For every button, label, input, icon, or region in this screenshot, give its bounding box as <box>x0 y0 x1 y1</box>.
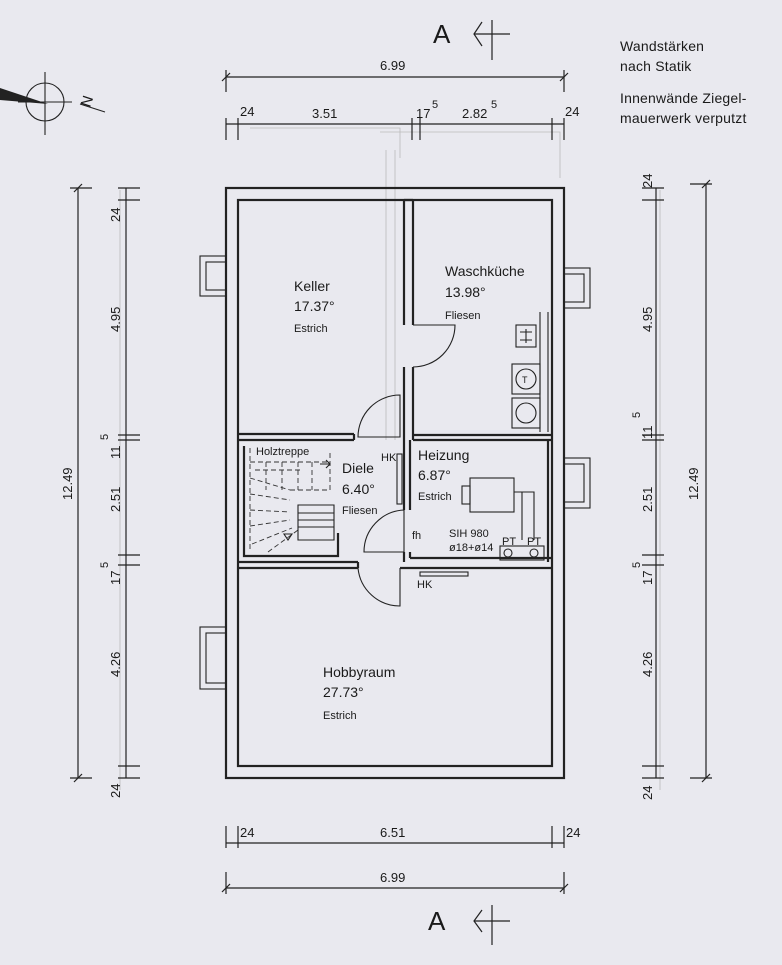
north-arrow-icon <box>0 72 106 135</box>
note-line-2: nach Statik <box>620 58 692 74</box>
radiator-hobby-icon <box>419 571 469 577</box>
dim-bottom-seg-2: 6.51 <box>380 825 405 840</box>
room-name-keller: Keller <box>294 278 330 294</box>
fh-label: fh <box>412 530 421 542</box>
dim-top-sup-1: 5 <box>432 99 438 111</box>
pt-label-2: PT <box>527 536 541 548</box>
dim-top-seg-4: 2.82 <box>462 106 487 121</box>
dim-top-seg-1: 24 <box>240 104 254 119</box>
door-keller <box>357 394 401 438</box>
note-line-4: mauerwerk verputzt <box>620 110 747 126</box>
radiator-diele-icon <box>396 453 403 505</box>
dim-top-total: 6.99 <box>380 58 405 73</box>
stair-icon <box>249 448 335 553</box>
room-area-hobbyraum: 27.73° <box>323 684 364 700</box>
dim-right-seg-5: 17 <box>640 571 655 585</box>
dim-left-sup-1: 5 <box>99 434 111 440</box>
dim-top-sup-2: 5 <box>491 99 497 111</box>
dim-right-seg-1: 24 <box>640 174 655 188</box>
room-name-waschkueche: Waschküche <box>445 263 525 279</box>
room-floor-keller: Estrich <box>294 323 328 335</box>
dim-right-sup-2: 5 <box>631 562 643 568</box>
room-name-hobbyraum: Hobbyraum <box>323 664 395 680</box>
dim-right-seg-3: 11 <box>640 426 655 440</box>
note-interior-walls: Innenwände Ziegel- mauerwerk verputzt <box>620 88 747 128</box>
dim-left-seg-3: 11 <box>108 446 123 460</box>
section-letter-bottom: A <box>428 906 446 936</box>
window-keller <box>199 255 227 297</box>
stair-label: Holztreppe <box>256 446 309 458</box>
pt-label-1: PT <box>502 536 516 548</box>
room-name-diele: Diele <box>342 460 374 476</box>
dim-top-seg-2: 3.51 <box>312 106 337 121</box>
bottom-dimension-chain <box>221 826 569 894</box>
window-hobbyraum <box>199 626 227 690</box>
dim-right-total: 12.49 <box>686 467 701 500</box>
dim-bottom-seg-3: 24 <box>566 825 580 840</box>
dim-left-seg-2: 4.95 <box>108 307 123 332</box>
dim-bottom-total: 6.99 <box>380 870 405 885</box>
top-dimension-chain <box>221 70 569 140</box>
door-heizung <box>363 509 405 553</box>
room-area-heizung: 6.87° <box>418 467 451 483</box>
right-dimension-chain <box>642 179 712 783</box>
window-heizung <box>563 457 591 509</box>
left-dimension-chain <box>70 183 140 783</box>
dim-left-seg-7: 24 <box>108 784 123 798</box>
dim-right-sup-1: 5 <box>631 412 643 418</box>
dim-bottom-seg-1: 24 <box>240 825 254 840</box>
dim-left-seg-1: 24 <box>108 208 123 222</box>
section-marker-top: A <box>433 19 510 60</box>
room-floor-hobbyraum: Estrich <box>323 710 357 722</box>
heating-boiler-icon <box>461 477 545 561</box>
dim-left-sup-2: 5 <box>99 562 111 568</box>
heater-spec-label: ø18+ø14 <box>449 542 493 554</box>
door-waschkueche <box>412 324 456 368</box>
note-line-1: Wandstärken <box>620 38 705 54</box>
dim-left-total: 12.49 <box>60 467 75 500</box>
room-floor-heizung: Estrich <box>418 491 452 503</box>
radiator-label-diele: HK <box>381 452 397 464</box>
heater-model-label: SIH 980 <box>449 528 489 540</box>
dim-right-seg-6: 4.26 <box>640 652 655 677</box>
svg-text:T: T <box>522 375 528 385</box>
section-letter-top: A <box>433 19 451 49</box>
radiator-label-hobby: HK <box>417 579 433 591</box>
dim-left-seg-5: 17 <box>108 571 123 585</box>
room-area-waschkueche: 13.98° <box>445 284 486 300</box>
dim-top-seg-5: 24 <box>565 104 579 119</box>
dim-top-seg-3: 17 <box>416 106 430 121</box>
room-floor-waschkueche: Fliesen <box>445 310 480 322</box>
dim-right-seg-2: 4.95 <box>640 307 655 332</box>
dim-left-seg-6: 4.26 <box>108 652 123 677</box>
washroom-fixtures: T <box>511 312 549 432</box>
background-shadow-lines <box>119 127 661 790</box>
dim-right-seg-7: 24 <box>640 786 655 800</box>
dim-left-seg-4: 2.51 <box>108 487 123 512</box>
door-hobbyraum <box>357 567 401 607</box>
dim-right-seg-4: 2.51 <box>640 487 655 512</box>
window-waschkueche <box>563 267 591 309</box>
section-marker-bottom: A <box>428 905 510 945</box>
room-area-diele: 6.40° <box>342 481 375 497</box>
room-floor-diele: Fliesen <box>342 505 377 517</box>
room-area-keller: 17.37° <box>294 298 335 314</box>
note-wall-thickness: Wandstärken nach Statik <box>620 36 704 76</box>
north-label: N <box>78 94 98 110</box>
note-line-3: Innenwände Ziegel- <box>620 90 747 106</box>
room-name-heizung: Heizung <box>418 447 469 463</box>
